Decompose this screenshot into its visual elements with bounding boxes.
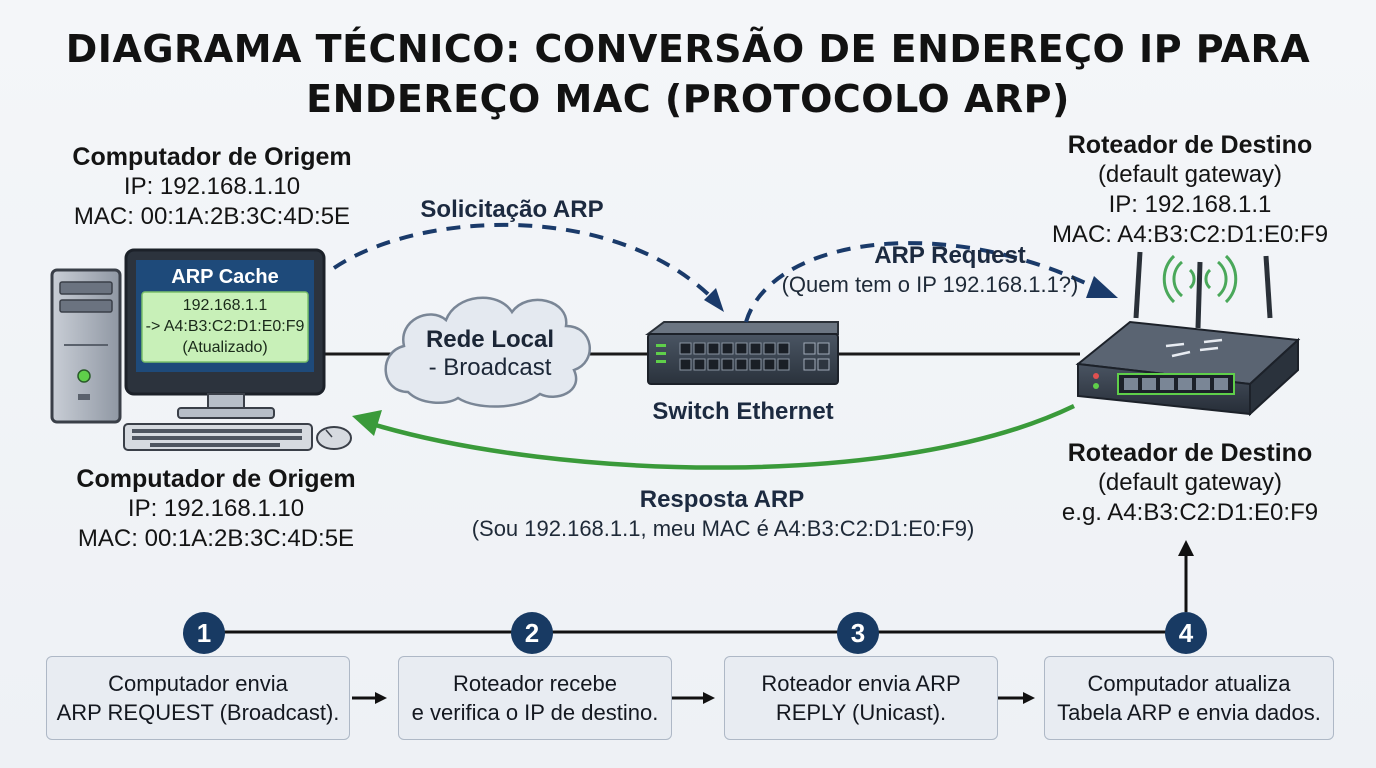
cloud-icon xyxy=(384,296,591,408)
step-text-line2: Tabela ARP e envia dados. xyxy=(1057,700,1321,725)
switch-port xyxy=(777,358,790,371)
step-box: Roteador envia ARP REPLY (Unicast). xyxy=(724,656,998,740)
switch-icon xyxy=(645,321,839,385)
router-heading: Roteador de Destino xyxy=(1067,131,1313,159)
step-text-line2: ARP REQUEST (Broadcast). xyxy=(56,700,340,725)
switch-uplink-port xyxy=(803,342,816,355)
switch-port xyxy=(777,342,790,355)
arp-response-label: Resposta ARP xyxy=(639,486,805,513)
keyboard-icon xyxy=(123,423,313,451)
arp-cache-entry: 192.168.1.1 -> A4:B3:C2:D1:E0:F9 (Atuali… xyxy=(142,295,308,358)
step-text-line2: e verifica o IP de destino. xyxy=(411,700,659,725)
switch-uplink-port xyxy=(803,358,816,371)
switch-uplink-port xyxy=(817,358,830,371)
arp-response-arrow xyxy=(371,403,1075,470)
arp-request-arrow xyxy=(744,241,1101,323)
switch-port xyxy=(763,342,776,355)
router-mac-example: e.g. A4:B3:C2:D1:E0:F9 xyxy=(1061,499,1319,526)
switch-port xyxy=(693,358,706,371)
page-title-line2: ENDEREÇO MAC (PROTOCOLO ARP) xyxy=(306,77,1070,121)
arp-cache-ip: 192.168.1.1 xyxy=(182,297,268,314)
step-text-line1: Computador atualiza xyxy=(1087,671,1291,696)
switch-label: Switch Ethernet xyxy=(652,398,834,425)
router-top-info: Roteador de Destino (default gateway) IP… xyxy=(1040,130,1340,250)
switch-port xyxy=(707,358,720,371)
switch-port xyxy=(693,342,706,355)
arp-cache-mac: -> A4:B3:C2:D1:E0:F9 xyxy=(145,318,305,335)
switch-port xyxy=(763,358,776,371)
arp-cache-entry-panel xyxy=(141,291,309,363)
router-icon xyxy=(1075,251,1301,417)
source-computer-mac: MAC: 00:1A:2B:3C:4D:5E xyxy=(77,525,355,552)
source-computer-bottom-info: Computador de Origem IP: 192.168.1.10 MA… xyxy=(56,464,376,554)
switch-uplink-port xyxy=(817,342,830,355)
network-cloud-title: Rede Local xyxy=(425,326,555,353)
router-mac: MAC: A4:B3:C2:D1:E0:F9 xyxy=(1051,221,1329,248)
step4-up-arrowhead xyxy=(1178,540,1194,556)
computer-tower-icon xyxy=(50,268,122,424)
step-number-badge: 2 xyxy=(511,612,553,654)
switch-port xyxy=(679,358,692,371)
step-number-badge: 4 xyxy=(1165,612,1207,654)
switch-port xyxy=(679,342,692,355)
monitor-icon xyxy=(124,248,326,419)
router-subheading: (default gateway) xyxy=(1097,161,1283,188)
arp-cache-status: (Atualizado) xyxy=(182,339,268,356)
arp-solicitation-arrow xyxy=(332,222,720,306)
step-text-line1: Roteador envia ARP xyxy=(761,671,961,696)
arp-request-sublabel: (Quem tem o IP 192.168.1.1?) xyxy=(781,272,1079,297)
wifi-signal-icon xyxy=(1162,254,1238,304)
source-computer-heading: Computador de Origem xyxy=(72,143,352,171)
router-bottom-info: Roteador de Destino (default gateway) e.… xyxy=(1040,438,1340,528)
step-box: Roteador recebe e verifica o IP de desti… xyxy=(398,656,672,740)
router-subheading: (default gateway) xyxy=(1097,469,1283,496)
arp-cache-title: ARP Cache xyxy=(171,266,279,288)
switch-port xyxy=(749,358,762,371)
arp-request-arrowhead xyxy=(1086,276,1118,298)
arp-response-sublabel: (Sou 192.168.1.1, meu MAC é A4:B3:C2:D1:… xyxy=(471,516,975,541)
step-text-line2: REPLY (Unicast). xyxy=(775,700,947,725)
network-cloud-subtitle: - Broadcast xyxy=(428,354,552,381)
mouse-icon xyxy=(316,426,352,450)
router-ip: IP: 192.168.1.1 xyxy=(1108,191,1272,218)
step-text-line1: Roteador recebe xyxy=(453,671,617,696)
source-computer-top-info: Computador de Origem IP: 192.168.1.10 MA… xyxy=(52,142,372,232)
switch-port xyxy=(707,342,720,355)
step-box: Computador envia ARP REQUEST (Broadcast)… xyxy=(46,656,350,740)
router-heading: Roteador de Destino xyxy=(1067,439,1313,467)
page-title: DIAGRAMA TÉCNICO: CONVERSÃO DE ENDEREÇO … xyxy=(0,24,1376,124)
switch-port xyxy=(735,342,748,355)
switch-port xyxy=(749,342,762,355)
page-title-line1: DIAGRAMA TÉCNICO: CONVERSÃO DE ENDEREÇO … xyxy=(65,27,1311,71)
network-cloud-label: Rede Local - Broadcast xyxy=(400,326,580,382)
source-computer-ip: IP: 192.168.1.10 xyxy=(123,173,301,200)
step-text-line1: Computador envia xyxy=(108,671,288,696)
step-number-badge: 3 xyxy=(837,612,879,654)
arp-solicitation-arrowhead xyxy=(704,288,724,312)
source-computer-mac: MAC: 00:1A:2B:3C:4D:5E xyxy=(73,203,351,230)
arp-request-label: ARP Request xyxy=(874,242,1026,269)
switch-port xyxy=(721,358,734,371)
switch-port xyxy=(721,342,734,355)
arp-solicitation-label: Solicitação ARP xyxy=(420,196,604,223)
switch-port xyxy=(735,358,748,371)
source-computer-ip: IP: 192.168.1.10 xyxy=(127,495,305,522)
arp-response-arrowhead xyxy=(352,410,382,436)
step-number-badge: 1 xyxy=(183,612,225,654)
step-box: Computador atualiza Tabela ARP e envia d… xyxy=(1044,656,1334,740)
source-computer-heading: Computador de Origem xyxy=(76,465,356,493)
